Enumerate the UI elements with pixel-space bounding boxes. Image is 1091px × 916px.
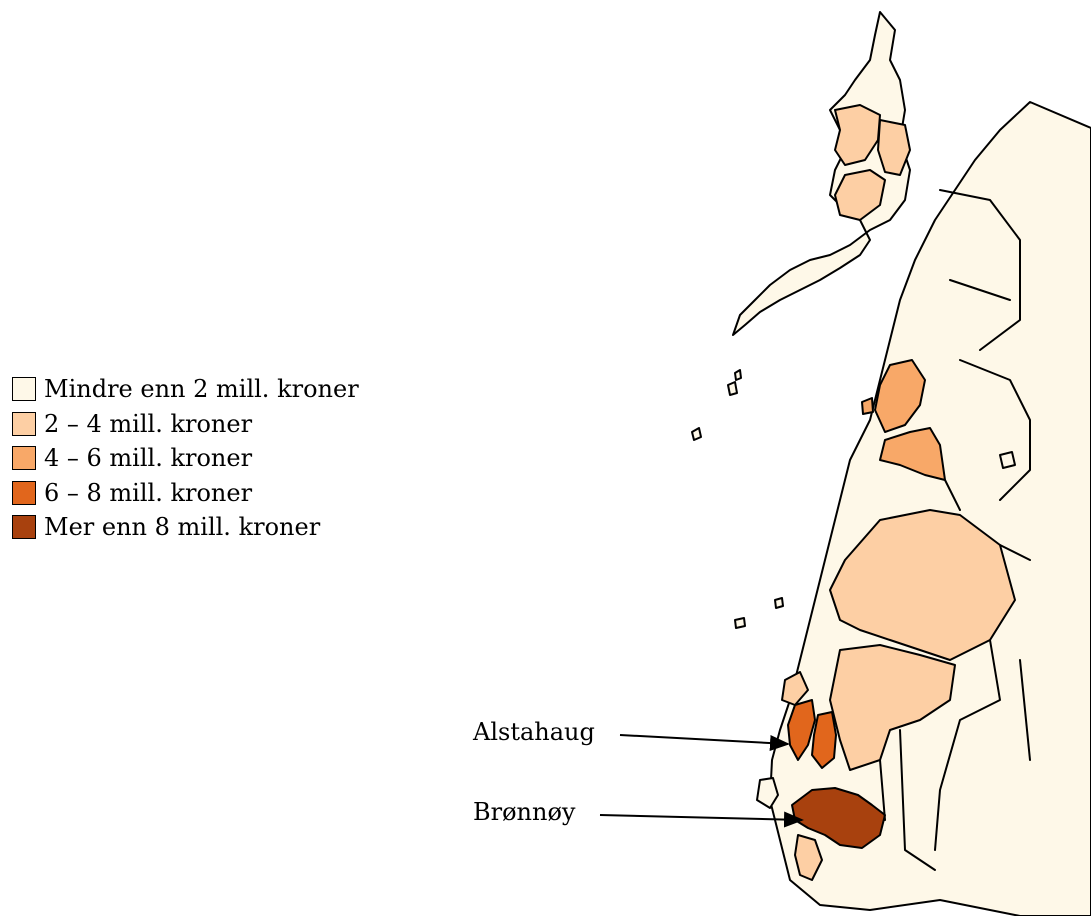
region-south-2-4-large xyxy=(829,509,1016,661)
legend-item: Mer enn 8 mill. kroner xyxy=(12,510,359,545)
legend-swatch xyxy=(12,411,36,436)
region-south-2-4-b xyxy=(829,644,956,771)
island-c xyxy=(691,427,702,441)
region-south-2-4-c xyxy=(781,671,809,706)
island-g xyxy=(999,451,1016,469)
region-south-2-4-d xyxy=(794,834,823,881)
region-north-2-4-a xyxy=(834,104,881,166)
bronnoy-label: Brønnøy xyxy=(473,798,576,826)
legend-item: 4 – 6 mill. kroner xyxy=(12,441,359,476)
island-e xyxy=(756,777,779,809)
lofoten-islands xyxy=(732,11,911,336)
legend-item: 2 – 4 mill. kroner xyxy=(12,407,359,442)
region-alstahaug xyxy=(787,699,816,761)
island-f xyxy=(774,597,784,609)
legend-label: 2 – 4 mill. kroner xyxy=(44,409,253,438)
island-b xyxy=(727,381,738,396)
legend-swatch xyxy=(12,446,36,471)
map-legend: Mindre enn 2 mill. kroner 2 – 4 mill. kr… xyxy=(12,372,359,545)
region-alstahaug-b xyxy=(811,711,837,769)
legend-label: Mer enn 8 mill. kroner xyxy=(44,513,321,542)
border-lines xyxy=(879,189,1031,871)
bronnoy-arrow xyxy=(599,811,804,828)
alstahaug-label: Alstahaug xyxy=(473,718,595,746)
island-d xyxy=(734,617,746,629)
alstahaug-arrow xyxy=(619,734,790,752)
region-mid-4-6-c xyxy=(861,397,874,415)
legend-label: 6 – 8 mill. kroner xyxy=(44,478,253,507)
legend-swatch xyxy=(12,515,36,540)
region-north-2-4-c xyxy=(877,119,911,176)
legend-label: 4 – 6 mill. kroner xyxy=(44,444,253,473)
legend-swatch xyxy=(12,377,36,402)
legend-swatch xyxy=(12,480,36,505)
legend-item: 6 – 8 mill. kroner xyxy=(12,476,359,511)
region-north-2-4-b xyxy=(834,169,886,221)
legend-item: Mindre enn 2 mill. kroner xyxy=(12,372,359,407)
region-mid-4-6-a xyxy=(874,359,926,433)
island-a xyxy=(734,369,742,381)
legend-label: Mindre enn 2 mill. kroner xyxy=(44,375,359,404)
